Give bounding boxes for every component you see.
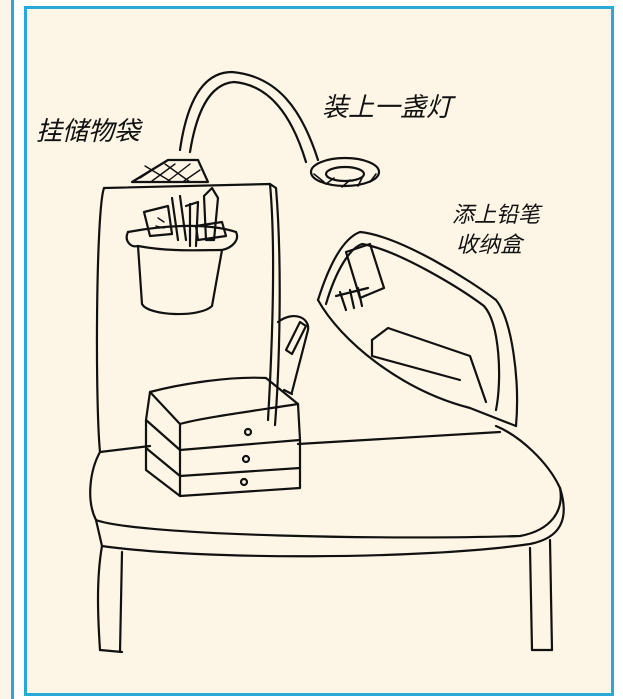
desk-sketch	[89, 424, 565, 654]
rod-sketch	[276, 314, 310, 396]
storage-bag-hook	[130, 158, 210, 184]
drawer-box-sketch	[144, 376, 302, 498]
back-panel	[95, 182, 281, 454]
annotation-lamp: 装上一盏灯	[322, 93, 456, 123]
annotation-storage-bag: 挂储物袋	[36, 117, 143, 147]
drawing-frame	[24, 6, 614, 696]
left-frame-edge	[0, 0, 14, 699]
annotation-pencil-box-line2: 收纳盒	[456, 233, 525, 258]
pencil-box-sketch	[316, 230, 519, 428]
storage-bag-sketch	[125, 186, 239, 316]
annotation-pencil-box-line1: 添上铅笔	[452, 203, 543, 228]
lamp-sketch	[178, 70, 381, 188]
